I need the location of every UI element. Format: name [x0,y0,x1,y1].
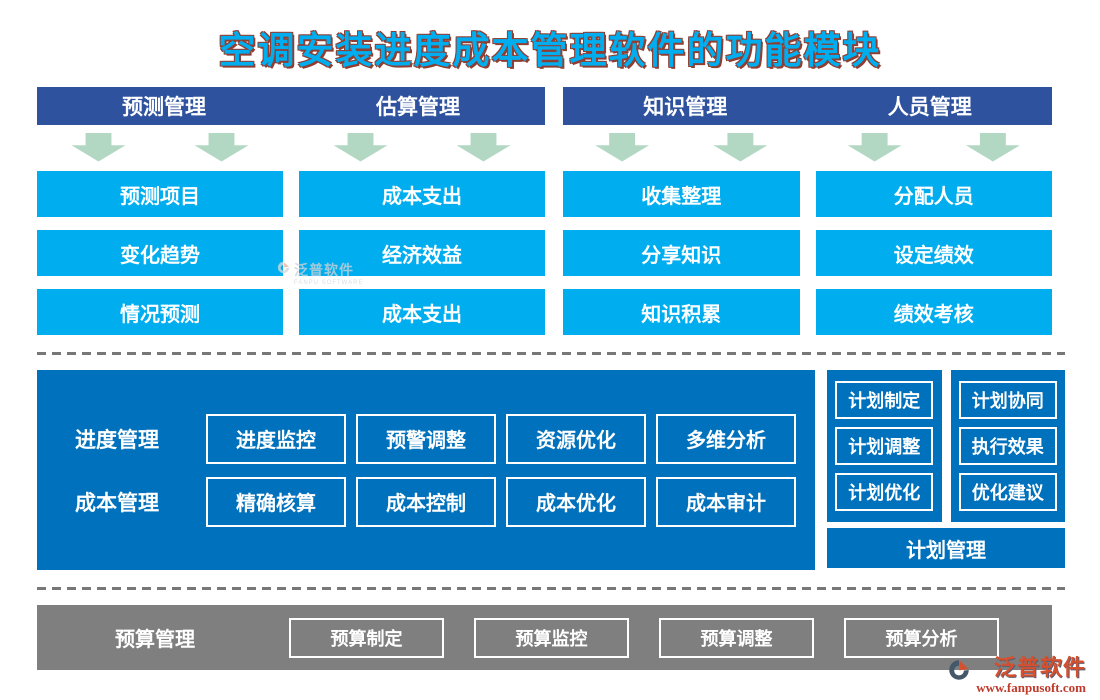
dashed-divider-bottom [37,587,1065,590]
cost-label: 成本管理 [75,491,159,515]
down-arrow-icon [713,132,768,162]
module-box: 成本支出 [299,171,545,217]
outline-box: 成本控制 [356,476,496,527]
down-arrow-icon [333,132,388,162]
outline-box: 成本优化 [506,476,646,527]
outline-box: 预算调整 [659,617,814,658]
outline-box: 预算制定 [289,617,444,658]
cost-row: 成本管理 精确核算 成本控制 成本优化 成本审计 [75,476,815,527]
module-box: 经济效益 [299,230,545,276]
down-arrow-icon [456,132,511,162]
fanpu-logo-icon [949,660,969,680]
down-arrow-icon [965,132,1020,162]
page-title: 空调安装进度成本管理软件的功能模块 [218,30,882,71]
outline-box: 进度监控 [206,413,346,464]
budget-label: 预算管理 [115,629,195,651]
outline-box: 计划调整 [835,427,934,465]
budget-bar: 预算管理 预算制定 预算监控 预算调整 预算分析 [37,605,1052,670]
column-knowledge: 收集整理 分享知识 知识积累 [563,125,800,335]
progress-cost-panel: 进度管理 进度监控 预警调整 资源优化 多维分析 成本管理 精确核算 成本控制 … [37,370,815,570]
corner-watermark: 泛普软件 www.fanpusoft.com [946,657,1086,694]
group-knowledge-personnel: 知识管理 人员管理 收集整理 分享知识 知识积累 分配人员 设定绩效 [563,87,1052,335]
down-arrow-icon [71,132,126,162]
outline-box: 预算监控 [474,617,629,658]
module-box: 分配人员 [815,171,1052,217]
watermark-url: www.fanpusoft.com [976,680,1086,695]
module-box: 预测项目 [37,171,283,217]
outline-box: 预警调整 [356,413,496,464]
progress-label: 进度管理 [75,428,159,452]
outline-box: 执行效果 [958,427,1057,465]
module-box: 成本支出 [299,289,545,335]
dashed-divider-top [37,352,1065,355]
module-box: 知识积累 [563,289,800,335]
plan-column-left: 计划制定 计划调整 计划优化 [827,370,942,522]
outline-box: 成本审计 [656,476,796,527]
plan-management-bar: 计划管理 [827,528,1065,568]
progress-row: 进度管理 进度监控 预警调整 资源优化 多维分析 [75,413,815,464]
module-box: 变化趋势 [37,230,283,276]
down-arrow-icon [194,132,249,162]
module-box: 收集整理 [563,171,800,217]
outline-box: 优化建议 [958,473,1057,511]
plan-panel: 计划制定 计划调整 计划优化 计划协同 执行效果 优化建议 计划管理 [827,370,1065,568]
module-box: 设定绩效 [815,230,1052,276]
outline-box: 计划制定 [835,381,934,419]
group-forecast-estimate: 预测管理 估算管理 预测项目 变化趋势 情况预测 成本支出 经济效益 [37,87,545,335]
column-forecast: 预测项目 变化趋势 情况预测 [37,125,283,335]
down-arrow-icon [847,132,902,162]
header-estimate: 估算管理 [376,96,460,119]
header-personnel: 人员管理 [887,96,972,119]
outline-box: 精确核算 [206,476,346,527]
outline-box: 预算分析 [844,617,999,658]
outline-box: 计划优化 [835,473,934,511]
module-box: 情况预测 [37,289,283,335]
watermark-brand: 泛普软件 [993,655,1086,680]
module-box: 绩效考核 [815,289,1052,335]
header-bar-left: 预测管理 估算管理 [37,87,545,125]
module-box: 分享知识 [563,230,800,276]
column-estimate: 成本支出 经济效益 成本支出 [299,125,545,335]
header-bar-right: 知识管理 人员管理 [563,87,1052,125]
outline-box: 资源优化 [506,413,646,464]
outline-box: 计划协同 [958,381,1057,419]
header-knowledge: 知识管理 [643,96,728,119]
header-forecast: 预测管理 [122,96,206,119]
plan-column-right: 计划协同 执行效果 优化建议 [950,370,1065,522]
column-personnel: 分配人员 设定绩效 绩效考核 [815,125,1052,335]
down-arrow-icon [595,132,650,162]
outline-box: 多维分析 [656,413,796,464]
